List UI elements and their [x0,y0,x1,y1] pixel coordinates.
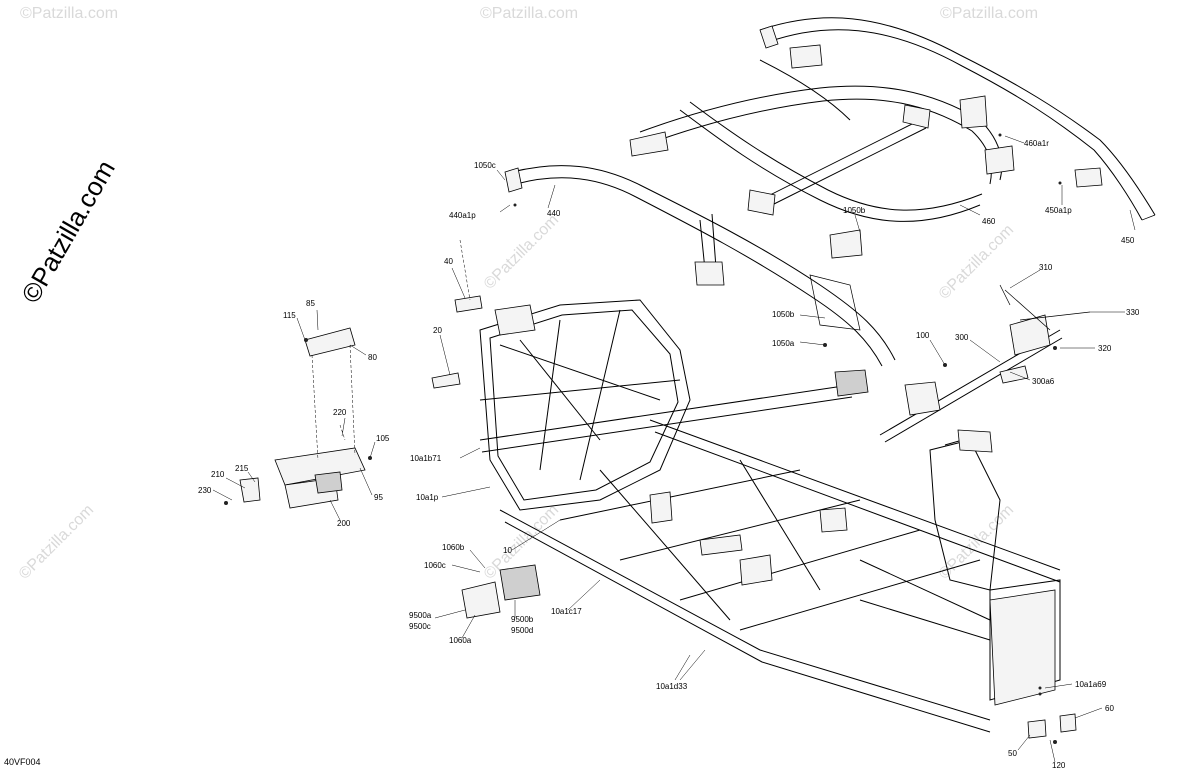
callout-95: 95 [374,493,383,502]
callout-300a6: 300a6 [1032,377,1055,386]
watermark-layer: ©Patzilla.com ©Patzilla.com ©Patzilla.co… [16,5,1038,583]
bracket-40 [454,295,483,313]
watermark-text: ©Patzilla.com [940,5,1038,22]
callout-9500d: 9500d [511,626,533,635]
callout-440a1p: 440a1p [449,211,476,220]
callout-10a1c17: 10a1c17 [551,607,582,616]
main-chassis-frame [479,299,1061,733]
callout-215: 215 [235,464,249,473]
callout-9500a: 9500a [409,611,432,620]
callout-labels: 1050c 440a1p 440 460a1r 450a1p 450 1050b… [198,139,1140,770]
bracket-1060a [461,581,501,619]
callout-450a1p: 450a1p [1045,206,1072,215]
callout-210: 210 [211,470,225,479]
callout-230: 230 [198,486,212,495]
callout-310: 310 [1039,263,1053,272]
callout-1050a: 1050a [772,339,795,348]
callout-1050c: 1050c [474,161,496,170]
callout-20: 20 [433,326,442,335]
callout-1060b: 1060b [442,543,465,552]
callout-1050b: 1050b [772,310,795,319]
callout-440: 440 [547,209,561,218]
watermark-text: ©Patzilla.com [16,501,97,582]
roll-cage-assembly [504,17,1156,367]
watermark-text: ©Patzilla.com [20,5,118,22]
callout-330: 330 [1126,308,1140,317]
callout-40: 40 [444,257,453,266]
callout-80: 80 [368,353,377,362]
callout-115: 115 [283,311,296,320]
callout-100: 100 [916,331,930,340]
bracket-assembly-200 [239,327,366,509]
callout-200: 200 [337,519,351,528]
callout-220: 220 [333,408,347,417]
diagram-reference-code: 40VF004 [4,757,41,767]
callout-1060c: 1060c [424,561,446,570]
callout-300: 300 [955,333,969,342]
watermark-logo-text: ©Patzilla.com [15,155,121,308]
bracket-60 [1059,713,1077,733]
callout-105: 105 [376,434,390,443]
bracket-20 [431,372,461,389]
watermark-text: ©Patzilla.com [481,211,562,292]
bracket-1060b [499,564,541,601]
leader-lines [212,135,1136,763]
callout-60: 60 [1105,704,1114,713]
bracket-50 [1027,719,1047,739]
callout-85: 85 [306,299,315,308]
steering-column-assembly [879,284,1091,443]
callout-9500b: 9500b [511,615,534,624]
callout-9500c: 9500c [409,622,431,631]
callout-10a1a69: 10a1a69 [1075,680,1107,689]
callout-10a1d33: 10a1d33 [656,682,688,691]
callout-450: 450 [1121,236,1135,245]
callout-10a1b71: 10a1b71 [410,454,442,463]
fasteners [224,133,1062,744]
callout-460a1r: 460a1r [1024,139,1049,148]
callout-1060a: 1060a [449,636,472,645]
callout-120: 120 [1052,761,1066,770]
callout-320: 320 [1098,344,1112,353]
callout-10a1p: 10a1p [416,493,439,502]
callout-460: 460 [982,217,996,226]
callout-1050b-top: 1050b [843,206,866,215]
callout-10: 10 [503,546,512,555]
watermark-text: ©Patzilla.com [936,221,1017,302]
watermark-text: ©Patzilla.com [480,5,578,22]
callout-50: 50 [1008,749,1017,758]
